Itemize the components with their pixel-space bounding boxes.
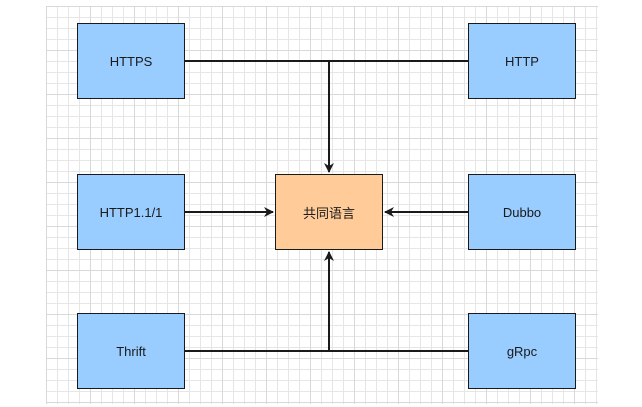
node-common-language[interactable]: 共同语言	[275, 174, 383, 250]
node-http[interactable]: HTTP	[468, 23, 576, 99]
node-grpc[interactable]: gRpc	[468, 313, 576, 389]
node-http11-label: HTTP1.1/1	[99, 204, 163, 220]
node-http-label: HTTP	[505, 53, 539, 69]
node-dubbo-label: Dubbo	[502, 204, 542, 220]
node-dubbo[interactable]: Dubbo	[468, 174, 576, 250]
node-thrift[interactable]: Thrift	[77, 313, 185, 389]
node-common-language-label: 共同语言	[302, 205, 355, 221]
node-http11[interactable]: HTTP1.1/1	[77, 174, 185, 250]
node-https-label: HTTPS	[109, 53, 153, 69]
node-thrift-label: Thrift	[116, 343, 146, 359]
node-grpc-label: gRpc	[506, 343, 538, 359]
node-https[interactable]: HTTPS	[77, 23, 185, 99]
